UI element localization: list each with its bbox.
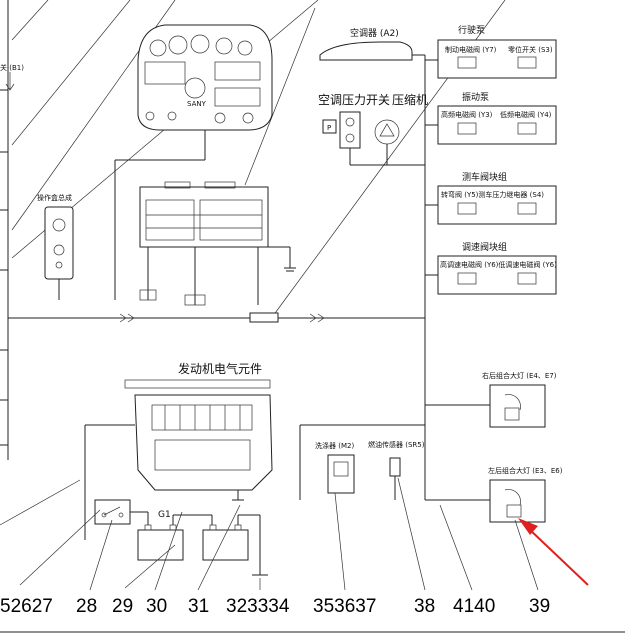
air-conditioner-label: 空调器 (A2) xyxy=(350,27,399,39)
callout-52627: 52627 xyxy=(0,596,53,617)
fuel-sensor-label: 燃油传感器 (SR5) xyxy=(368,440,425,449)
callout-30: 30 xyxy=(146,596,167,617)
air-conditioner: 空调器 (A2) xyxy=(319,27,425,61)
high-freq-label: 高频电磁阀 (Y3) xyxy=(441,110,493,119)
g1-label: G1 xyxy=(158,510,171,520)
fuel-sensor: 燃油传感器 (SR5) xyxy=(368,440,425,500)
callout-323334: 323334 xyxy=(226,596,290,617)
callout-31: 31 xyxy=(188,596,209,617)
rear-right-lamp-label: 右后组合大灯 (E4、E7) xyxy=(482,371,557,380)
steer-text: 转弯阀 (Y5)测车压力继电器 (S4) xyxy=(441,190,544,199)
zero-switch-label: 零位开关 (S3) xyxy=(508,45,553,54)
red-arrow xyxy=(518,518,589,586)
main-switch xyxy=(94,499,131,525)
callout-29: 29 xyxy=(112,596,133,617)
batteries: G1 xyxy=(130,510,268,576)
steer-valve-box: 测车阀块组 转弯阀 (Y5)测车压力继电器 (S4) xyxy=(425,171,557,225)
rear-right-lamp: 右后组合大灯 (E4、E7) xyxy=(425,371,557,428)
callout-38: 38 xyxy=(414,596,435,617)
travel-pump-box: 行驶泵 制动电磁阀 (Y7) 零位开关 (S3) xyxy=(425,24,557,79)
compressor-label: 压缩机 xyxy=(392,92,428,107)
callout-28: 28 xyxy=(76,596,97,617)
instrument-panel: SANY xyxy=(137,24,273,131)
operator-box-label: 操作盒总成 xyxy=(37,193,72,202)
vibration-pump-label: 振动泵 xyxy=(462,91,489,103)
rear-left-lamp: 左后组合大灯 (E3、E6) xyxy=(425,466,563,523)
bus-connector xyxy=(249,312,279,323)
callout-353637: 353637 xyxy=(313,596,376,617)
callout-39: 39 xyxy=(529,596,550,617)
steer-valve-label: 测车阀块组 xyxy=(462,171,507,183)
controller-unit xyxy=(139,181,296,306)
low-freq-label: 低频电磁阀 (Y4) xyxy=(500,110,552,119)
ac-compressor-group: 空调压力开关 压缩机 P xyxy=(318,92,428,166)
engine-block: 发动机电气元件 xyxy=(84,361,273,540)
b1-label: 关 (B1) xyxy=(0,63,24,72)
ac-pressure-label: 空调压力开关 xyxy=(318,93,390,107)
washer-label: 洗涤器 (M2) xyxy=(315,441,354,450)
speed-valve-box: 调速阀块组 高调速电磁阀 (Y6)低调速电磁阀 (Y6) xyxy=(425,241,557,295)
rear-left-lamp-label: 左后组合大灯 (E3、E6) xyxy=(488,466,563,475)
travel-pump-label: 行驶泵 xyxy=(458,24,485,36)
sany-logo: SANY xyxy=(187,100,207,108)
washer: 洗涤器 (M2) xyxy=(299,424,425,500)
operator-box: 操作盒总成 xyxy=(37,193,74,300)
engine-parts-label: 发动机电气元件 xyxy=(178,361,262,376)
callout-4140: 4140 xyxy=(453,596,495,617)
brake-solenoid-label: 制动电磁阀 (Y7) xyxy=(445,45,497,54)
vibration-pump-box: 振动泵 高频电磁阀 (Y3) 低频电磁阀 (Y4) xyxy=(425,91,557,145)
svg-text:P: P xyxy=(327,124,331,132)
speed-text: 高调速电磁阀 (Y6)低调速电磁阀 (Y6) xyxy=(440,260,557,269)
speed-valve-label: 调速阀块组 xyxy=(462,241,507,253)
